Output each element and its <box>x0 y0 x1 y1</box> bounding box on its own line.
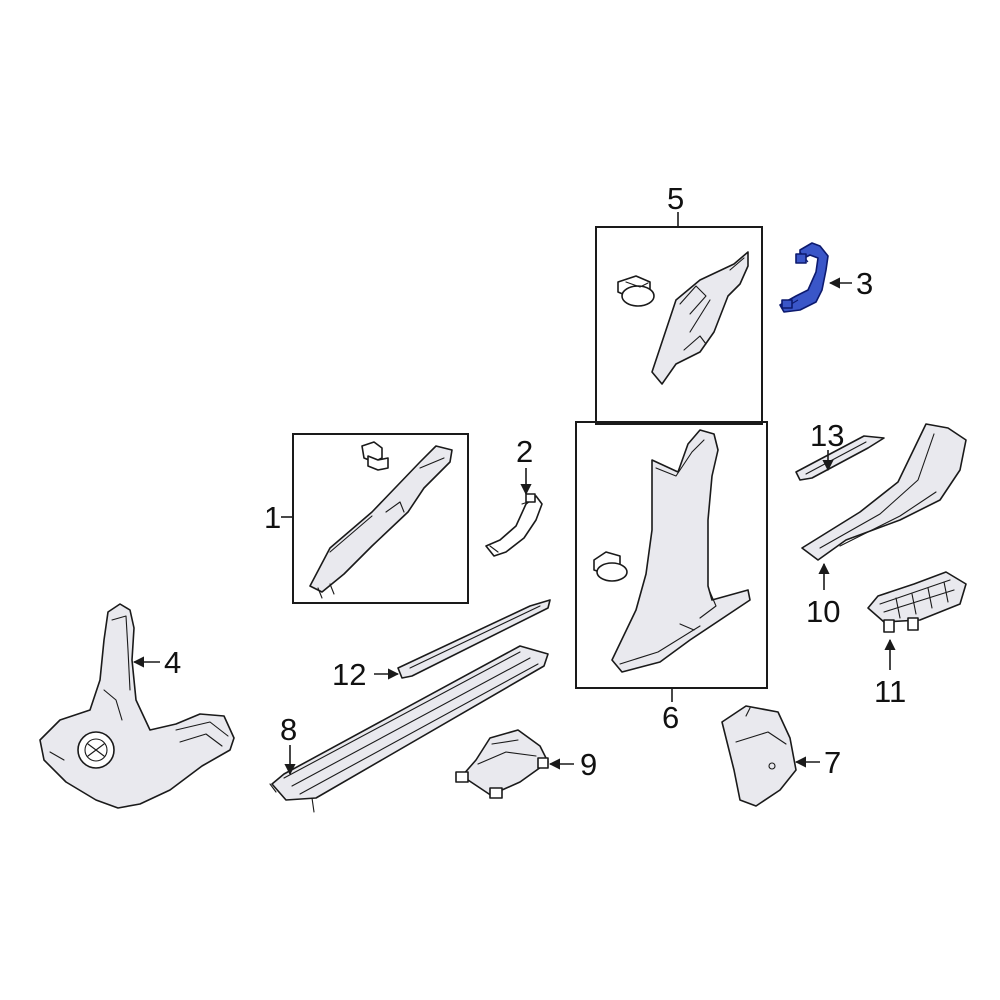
part-8-rocker-panel <box>269 645 549 813</box>
callout-11: 11 <box>874 674 906 709</box>
callout-12: 12 <box>332 657 366 692</box>
part-3-grab-handle <box>779 242 829 313</box>
callout-9: 9 <box>580 747 597 782</box>
callout-2: 2 <box>516 434 533 469</box>
part-5-trim <box>651 251 749 385</box>
part-1-trim <box>309 445 453 599</box>
part-6-clip <box>593 551 628 582</box>
callout-8: 8 <box>280 712 297 747</box>
part-4-cowl-trim <box>39 603 235 809</box>
part-13-scuff-strip <box>795 435 885 481</box>
part-1-group <box>281 433 469 604</box>
part-1-box <box>292 433 469 604</box>
part-12-sill-plate <box>397 599 551 679</box>
part-9-bracket <box>455 729 549 799</box>
callout-1: 1 <box>264 500 281 535</box>
part-11-rear-cover <box>867 571 967 633</box>
callout-5: 5 <box>667 181 684 216</box>
part-1-clip <box>361 441 389 471</box>
part-10-rear-sill <box>801 423 967 561</box>
callout-10: 10 <box>806 594 840 629</box>
part-2-handle <box>485 493 543 557</box>
callout-7: 7 <box>824 745 841 780</box>
callout-4: 4 <box>164 645 181 680</box>
part-5-clip <box>617 275 655 307</box>
part-6-trim <box>611 429 751 673</box>
part-6-group <box>575 421 768 702</box>
callout-3: 3 <box>856 266 873 301</box>
part-7-kick-panel <box>721 705 797 807</box>
callout-13: 13 <box>810 418 844 453</box>
part-5-box <box>595 226 763 425</box>
part-5-group <box>595 212 763 425</box>
callout-6: 6 <box>662 700 679 735</box>
